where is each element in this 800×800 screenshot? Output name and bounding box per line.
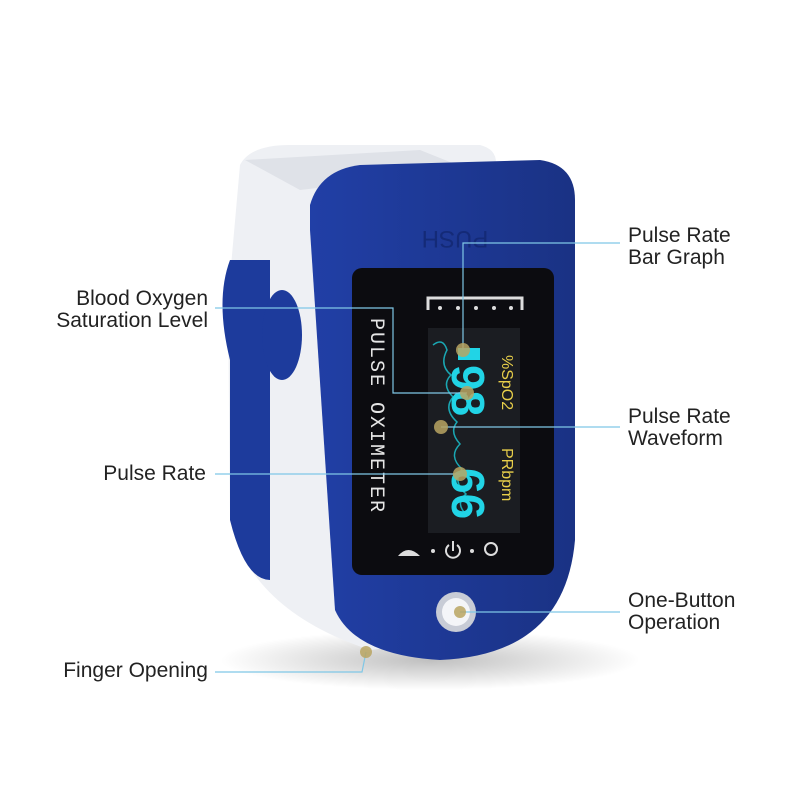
callout-pulse-rate: Pulse Rate bbox=[103, 462, 206, 485]
pr-value: 66 bbox=[442, 468, 494, 519]
pr-unit: PRbpm bbox=[498, 448, 515, 501]
spo2-unit: %SpO2 bbox=[498, 355, 515, 410]
waveform-trace bbox=[432, 341, 469, 517]
push-label: PUSH bbox=[422, 225, 489, 252]
side-grip bbox=[222, 260, 270, 580]
shadow bbox=[220, 630, 640, 690]
callout-dots bbox=[360, 343, 474, 658]
side-button bbox=[262, 290, 302, 380]
callout-lines bbox=[215, 242, 620, 673]
power-icon bbox=[445, 541, 461, 559]
signal-icon bbox=[398, 550, 420, 556]
bar-graph-bracket bbox=[426, 296, 524, 310]
side-label: PULSE OXIMETER bbox=[364, 318, 387, 514]
refresh-icon bbox=[484, 542, 498, 556]
callout-finger-opening: Finger Opening bbox=[63, 659, 208, 682]
